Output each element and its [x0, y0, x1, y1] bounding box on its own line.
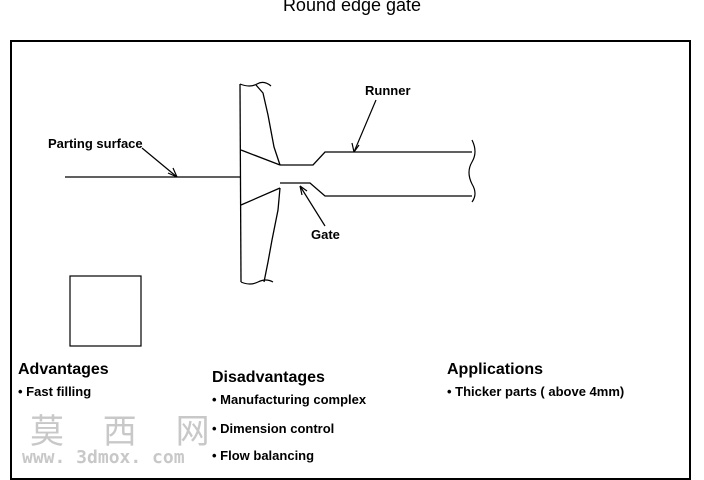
applications-list: Thicker parts ( above 4mm)	[447, 385, 624, 399]
applications-heading: Applications	[447, 361, 544, 378]
disadvantages-list: Manufacturing complex Dimension control …	[212, 393, 366, 463]
runner-break	[468, 139, 476, 203]
page-title: Round edge gate	[282, 0, 422, 15]
disadvantages-heading: Disadvantages	[212, 369, 325, 386]
advantages-list: Fast filling	[18, 385, 109, 399]
gate-leader	[299, 185, 326, 227]
part-lower-wedge	[240, 187, 281, 206]
part-left-wall	[239, 83, 242, 283]
applications-section: Applications Thicker parts ( above 4mm)	[447, 361, 624, 399]
disadvantages-section: Disadvantages Manufacturing complex Dime…	[212, 369, 366, 463]
disadvantage-item: Dimension control	[212, 422, 366, 436]
parting-arrow	[167, 167, 178, 178]
advantage-item: Fast filling	[18, 385, 109, 399]
runner-label: Runner	[365, 83, 411, 98]
runner-arrow	[351, 142, 360, 153]
runner-upper-edge	[280, 151, 472, 166]
gate-diagram: Runner Parting surface Gate	[48, 81, 476, 347]
part-upper-wedge	[240, 149, 281, 166]
advantages-heading: Advantages	[18, 361, 109, 378]
gate-arrow	[299, 185, 308, 196]
disadvantage-item: Manufacturing complex	[212, 393, 366, 407]
application-item: Thicker parts ( above 4mm)	[447, 385, 624, 399]
part-lower-wall	[263, 187, 281, 283]
gate-label: Gate	[311, 227, 340, 242]
part-break-bottom	[240, 279, 274, 285]
runner-leader	[353, 99, 377, 153]
advantages-section: Advantages Fast filling	[18, 361, 109, 399]
watermark-url: www. 3dmox. com	[22, 447, 185, 468]
parting-leader	[141, 147, 178, 178]
part-upper-wall	[255, 84, 281, 166]
square-shape	[69, 275, 142, 347]
part-break-top	[239, 81, 272, 87]
watermark-chinese: 莫 西 网	[30, 412, 224, 452]
runner-lower-edge	[280, 182, 472, 197]
parting-surface-label: Parting surface	[48, 136, 143, 151]
disadvantage-item: Flow balancing	[212, 449, 366, 463]
